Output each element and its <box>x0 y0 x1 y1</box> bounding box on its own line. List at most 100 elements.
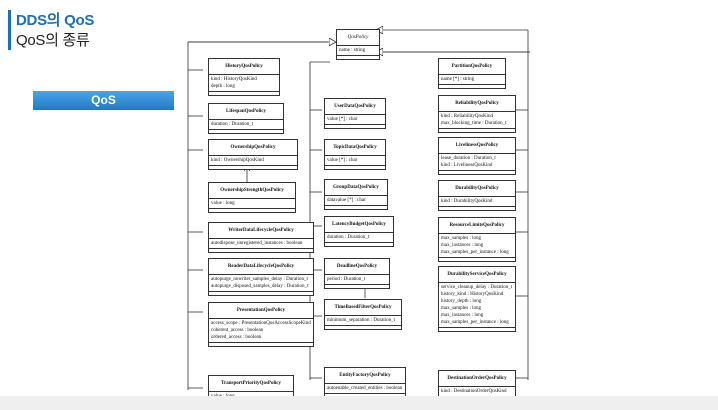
class-ops <box>325 242 393 246</box>
class-attr: kind : ReliabilityQosKind <box>441 114 493 119</box>
class-attr: autopurge_nowriter_samples_delay : Durat… <box>211 277 308 282</box>
class-attr: history_kind : HistoryQosKind <box>441 292 504 297</box>
uml-class-lifespan: LifespanQosPolicy duration : Duration_t <box>208 103 284 134</box>
class-ops <box>209 208 295 212</box>
class-ops <box>439 206 515 210</box>
class-attr: kind : LivelinessQosKind <box>441 163 493 168</box>
uml-class-ownership: OwnershipQosPolicy kind : OwnershipQosKi… <box>208 139 298 170</box>
class-attr: value [*] : char <box>327 117 358 122</box>
class-attr: minimum_separation : Duration_t <box>327 318 396 323</box>
class-ops <box>439 170 515 174</box>
class-attr: kind : DurabilityQosKind <box>441 199 493 204</box>
qos-button[interactable]: QoS <box>33 91 174 110</box>
class-name: HistoryQosPolicy <box>225 64 263 69</box>
class-name: PresentationQosPolicy <box>236 308 286 313</box>
class-ops <box>325 284 389 288</box>
class-attr: lease_duration : Duration_t <box>441 156 496 161</box>
class-attr: depth : long <box>211 84 235 89</box>
class-attr: kind : DestinationOrderQosKind <box>441 389 507 394</box>
class-attr: value : long <box>211 201 235 206</box>
class-name: WriterDataLifecycleQosPolicy <box>228 228 294 233</box>
class-name: EntityFactoryQosPolicy <box>339 373 391 378</box>
class-name: DeadlineQosPolicy <box>336 264 378 269</box>
uml-class-user-data: UserDataQosPolicy value [*] : char <box>324 98 386 129</box>
class-name: DurabilityQosPolicy <box>455 186 499 191</box>
class-ops <box>209 342 313 346</box>
uml-class-history: HistoryQosPolicy kind : HistoryQosKind d… <box>208 58 280 96</box>
class-attr: kind : OwnershipQosKind <box>211 158 264 163</box>
class-attr: name [*] : string <box>441 77 475 82</box>
class-name: TransportPriorityQosPolicy <box>221 381 281 386</box>
class-attr: kind : HistoryQosKind <box>211 77 257 82</box>
title-accent-bar <box>8 10 11 50</box>
class-ops <box>209 291 313 295</box>
class-ops <box>209 165 297 169</box>
class-ops <box>439 128 515 132</box>
footer-band <box>0 396 718 410</box>
class-ops <box>325 165 385 169</box>
class-attr: autoenable_created_entities : boolean <box>327 386 403 391</box>
class-attr: max_samples_per_instance : long <box>441 320 509 325</box>
class-ops <box>439 327 515 331</box>
class-name: PartitionQosPolicy <box>451 64 493 69</box>
class-name: TopicDataQosPolicy <box>333 145 377 150</box>
class-attr: duration : Duration_t <box>327 235 370 240</box>
class-attr: autodispose_unregistered_instances : boo… <box>211 241 303 246</box>
class-attr: period : Duration_t <box>327 277 366 282</box>
class-attr: max_samples_per_instance : long <box>441 250 509 255</box>
class-ops <box>209 129 283 133</box>
class-ops <box>439 257 515 261</box>
uml-class-durability-service: DurabilityServiceQosPolicy service_clean… <box>438 266 516 332</box>
uml-class-ownership-strength: OwnershipStrengthQosPolicy value : long <box>208 182 296 213</box>
class-name: LifespanQosPolicy <box>225 109 266 114</box>
uml-class-latency-budget: LatencyBudgetQosPolicy duration : Durati… <box>324 216 394 247</box>
uml-class-liveliness: LivelinessQosPolicy lease_duration : Dur… <box>438 137 516 175</box>
class-ops <box>325 205 387 209</box>
class-name: UserDataQosPolicy <box>334 104 376 109</box>
class-attr: max_samples : long <box>441 306 481 311</box>
class-attr: autopurge_disposed_samples_delay : Durat… <box>211 284 309 289</box>
class-name: OwnershipQosPolicy <box>230 145 276 150</box>
uml-class-presentation: PresentationQosPolicy access_scope : Pre… <box>208 302 314 347</box>
class-attr: name : string <box>339 48 366 53</box>
uml-class-durability: DurabilityQosPolicy kind : DurabilityQos… <box>438 180 516 211</box>
class-name: TimeBasedFilterQosPolicy <box>334 305 392 310</box>
uml-class-writer-data-lifecycle: WriterDataLifecycleQosPolicy autodispose… <box>208 222 314 253</box>
class-ops <box>325 325 401 329</box>
uml-class-deadline: DeadlineQosPolicy period : Duration_t <box>324 258 390 289</box>
uml-class-qospolicy: QosPolicy name : string <box>336 29 380 60</box>
uml-class-resource-limits: ResourceLimitsQosPolicy max_samples : lo… <box>438 217 516 262</box>
class-name: OwnershipStrengthQosPolicy <box>220 188 284 193</box>
class-attr: datavalue [*] : char <box>327 198 366 203</box>
class-name: DestinationOrderQosPolicy <box>447 376 507 381</box>
class-name: QosPolicy <box>347 35 369 40</box>
class-attr: service_cleanup_delay : Duration_t <box>441 285 513 290</box>
class-ops <box>325 124 385 128</box>
class-attr: max_samples : long <box>441 236 481 241</box>
class-attr: max_instances : long <box>441 243 484 248</box>
uml-class-topic-data: TopicDataQosPolicy value [*] : char <box>324 139 386 170</box>
class-attr: ordered_access : boolean <box>211 335 262 340</box>
class-name: ResourceLimitsQosPolicy <box>449 223 505 228</box>
class-name: GroupDataQosPolicy <box>333 185 379 190</box>
class-ops <box>209 91 279 95</box>
class-ops <box>439 84 505 88</box>
page-subtitle: QoS의 종류 <box>16 32 90 49</box>
class-name: LatencyBudgetQosPolicy <box>332 222 386 227</box>
class-ops <box>209 248 313 252</box>
class-attr: duration : Duration_t <box>211 122 254 127</box>
uml-class-reader-data-lifecycle: ReaderDataLifecycleQosPolicy autopurge_n… <box>208 258 314 296</box>
uml-class-group-data: GroupDataQosPolicy datavalue [*] : char <box>324 179 388 210</box>
class-name: ReaderDataLifecycleQosPolicy <box>227 264 295 269</box>
class-name: ReliabilityQosPolicy <box>455 101 499 106</box>
class-attr: max_instances : long <box>441 313 484 318</box>
uml-class-time-based-filter: TimeBasedFilterQosPolicy minimum_separat… <box>324 299 402 330</box>
class-attr: coherent_access : boolean <box>211 328 264 333</box>
class-attr: value [*] : char <box>327 158 358 163</box>
class-attr: access_scope : PresentationQosAccessScop… <box>211 321 311 326</box>
uml-class-entity-factory: EntityFactoryQosPolicy autoenable_create… <box>324 367 406 398</box>
class-attr: history_depth : long <box>441 299 482 304</box>
uml-class-reliability: ReliabilityQosPolicy kind : ReliabilityQ… <box>438 95 516 133</box>
class-attr: max_blocking_time : Duration_t <box>441 121 507 126</box>
